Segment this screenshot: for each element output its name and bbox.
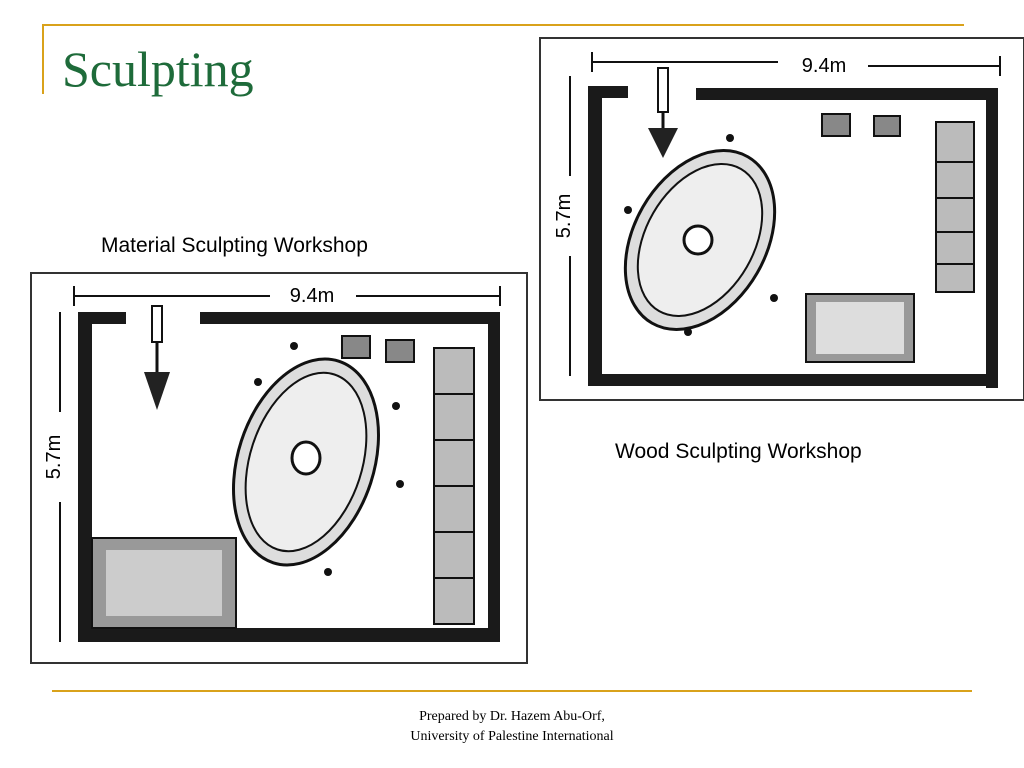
wood-height-label: 5.7m bbox=[553, 194, 575, 238]
material-height-label: 5.7m bbox=[43, 435, 65, 479]
material-plan-caption: Material Sculpting Workshop bbox=[101, 234, 368, 257]
material-floor-plan: 9.4m 5.7m bbox=[30, 272, 528, 664]
bottom-accent-rule bbox=[52, 690, 972, 692]
material-plan-drawing: 9.4m 5.7m bbox=[30, 272, 528, 664]
wood-floor-plan: 9.4m 5.7m bbox=[538, 36, 1024, 402]
left-accent-rule bbox=[42, 24, 44, 94]
footer-author: Prepared by Dr. Hazem Abu-Orf, bbox=[419, 709, 605, 724]
wood-plan-drawing: 9.4m 5.7m bbox=[539, 37, 1024, 401]
top-accent-rule bbox=[42, 24, 964, 26]
slide-title: Sculpting bbox=[62, 41, 254, 97]
wood-plan-caption: Wood Sculpting Workshop bbox=[615, 440, 862, 463]
footer-institution: University of Palestine International bbox=[410, 729, 614, 744]
wood-width-label: 9.4m bbox=[802, 55, 846, 77]
material-width-label: 9.4m bbox=[290, 285, 334, 307]
slide-footer: Prepared by Dr. Hazem Abu-Orf, Universit… bbox=[340, 707, 684, 747]
